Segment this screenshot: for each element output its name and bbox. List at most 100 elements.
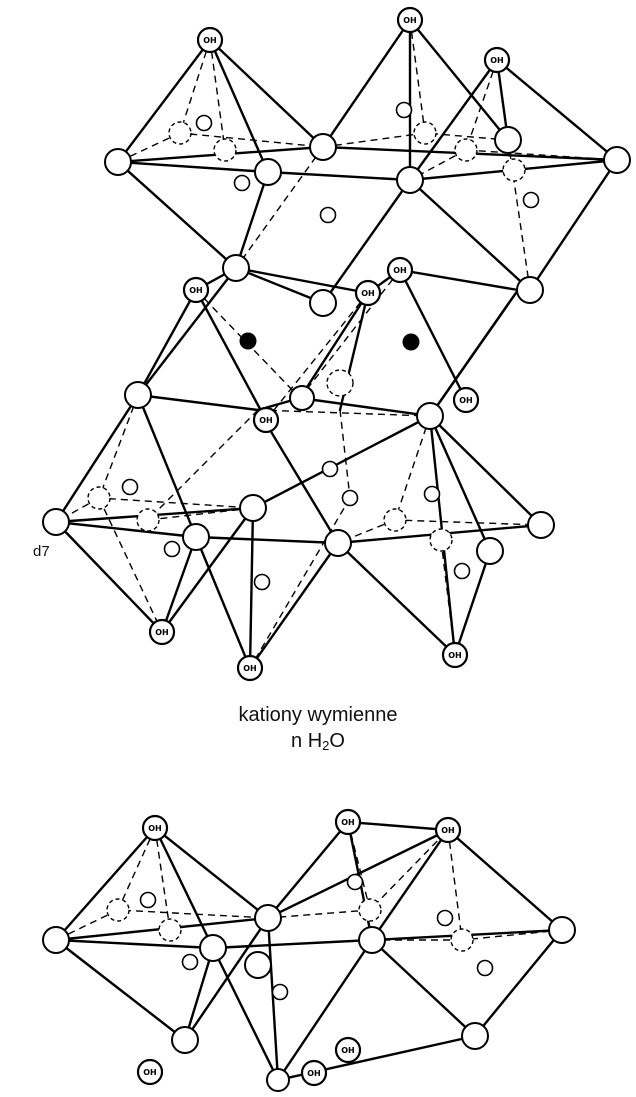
water-subscript: 2 xyxy=(322,738,330,753)
oh-label: OH xyxy=(155,628,169,637)
hydroxyl-atom: OH xyxy=(441,641,469,669)
hydroxyl-atom: OH xyxy=(182,276,210,304)
hydroxyl-atom: OH xyxy=(334,808,362,836)
oxygen-atom xyxy=(358,926,386,954)
octahedral-metal-atom xyxy=(239,332,257,350)
tetrahedral-cation xyxy=(195,114,213,132)
tetrahedral-cation xyxy=(139,891,157,909)
hydroxyl-atom: OH xyxy=(148,618,176,646)
oxygen-atom xyxy=(309,133,337,161)
tetrahedral-cation xyxy=(476,959,494,977)
tetrahedral-cation xyxy=(121,478,139,496)
oxygen-atom xyxy=(324,529,352,557)
oh-label: OH xyxy=(403,16,417,25)
tetrahedral-cation xyxy=(423,485,441,503)
oxygen-atom xyxy=(603,146,631,174)
hidden-oxygen-atom xyxy=(502,158,526,182)
tetrahedral-cation xyxy=(271,983,289,1001)
oh-label: OH xyxy=(441,826,455,835)
hydroxyl-atom: OH xyxy=(141,814,169,842)
margin-tag: d7 xyxy=(33,543,50,560)
hidden-oxygen-atom xyxy=(383,508,407,532)
octahedral-metal-atom xyxy=(402,333,420,351)
oxygen-atom xyxy=(289,385,315,411)
hydroxyl-atom: OH xyxy=(252,406,280,434)
hydroxyl-atom: OH xyxy=(483,46,511,74)
hydroxyl-atom: OH xyxy=(434,816,462,844)
hydroxyl-atom: OH xyxy=(396,6,424,34)
oh-label: OH xyxy=(148,824,162,833)
tetrahedral-cation xyxy=(346,873,364,891)
oh-label: OH xyxy=(490,56,504,65)
oxygen-atom xyxy=(254,904,282,932)
tetrahedral-cation xyxy=(436,909,454,927)
oxygen-atom xyxy=(42,926,70,954)
hidden-oxygen-atom xyxy=(106,898,130,922)
oh-label: OH xyxy=(393,266,407,275)
hidden-oxygen-atom xyxy=(413,121,437,145)
upper-tetrahedral-sheet-top xyxy=(116,17,619,305)
hydroxyl-atom: OH xyxy=(136,1058,164,1086)
interlayer-caption-water: n H2O xyxy=(0,730,636,753)
oh-label: OH xyxy=(448,651,462,660)
tetrahedral-cation xyxy=(321,460,339,478)
oh-label: OH xyxy=(189,286,203,295)
tetrahedral-cation xyxy=(253,573,271,591)
oxygen-atom xyxy=(309,289,337,317)
oh-label: OH xyxy=(341,818,355,827)
tetrahedral-cation xyxy=(453,562,471,580)
oxygen-atom xyxy=(182,523,210,551)
oxygen-atom xyxy=(171,1026,199,1054)
tetrahedral-cation xyxy=(233,174,251,192)
oxygen-atom xyxy=(239,494,267,522)
lower-layer-atoms xyxy=(42,873,576,1092)
hydroxyl-atom: OH xyxy=(354,279,382,307)
oxygen-atom xyxy=(42,508,70,536)
hydroxyl-atom: OH xyxy=(386,256,414,284)
oxygen-atom xyxy=(494,126,522,154)
hidden-oxygen-atom xyxy=(168,121,192,145)
oh-label: OH xyxy=(259,416,273,425)
oxygen-atom xyxy=(396,166,424,194)
water-suffix: O xyxy=(329,730,345,752)
oxygen-atom xyxy=(199,934,227,962)
oxygen-atom xyxy=(516,276,544,304)
hidden-oxygen-atom xyxy=(87,486,111,510)
hidden-oxygen-atom xyxy=(450,928,474,952)
oxygen-atom xyxy=(124,381,152,409)
oh-label: OH xyxy=(143,1068,157,1077)
oxygen-atom xyxy=(416,402,444,430)
upper-hydroxyl-groups: OH OH OH OH OH OH OH OH OH OH OH xyxy=(148,6,511,682)
tetrahedral-cation xyxy=(522,191,540,209)
oxygen-atom xyxy=(476,537,504,565)
tetrahedral-cation xyxy=(395,101,413,119)
hidden-oxygen-atom xyxy=(158,918,182,942)
upper-tetrahedral-sheet-bottom xyxy=(53,393,543,671)
oxygen-atom xyxy=(104,148,132,176)
upper-layer-atoms xyxy=(42,101,631,591)
hydroxyl-atom: OH xyxy=(236,654,264,682)
oh-label: OH xyxy=(203,36,217,45)
hydroxyl-atom: OH xyxy=(334,1036,362,1064)
oxygen-atom xyxy=(461,1022,489,1050)
hidden-oxygen-atom xyxy=(326,369,354,397)
oh-label: OH xyxy=(459,396,473,405)
hydroxyl-atom: OH xyxy=(452,386,480,414)
oh-label: OH xyxy=(361,289,375,298)
oh-label: OH xyxy=(341,1046,355,1055)
interlayer-caption-cations: kationy wymienne xyxy=(238,704,398,726)
hydroxyl-atom: OH xyxy=(196,26,224,54)
oxygen-atom xyxy=(527,511,555,539)
oxygen-atom xyxy=(548,916,576,944)
hidden-oxygen-atom xyxy=(213,138,237,162)
tetrahedral-cation xyxy=(341,489,359,507)
oh-label: OH xyxy=(307,1069,321,1078)
hydroxyl-atom: OH xyxy=(300,1059,328,1087)
oxygen-atom xyxy=(244,951,272,979)
hidden-oxygen-atom xyxy=(136,508,160,532)
hidden-oxygen-atom xyxy=(429,528,453,552)
tetrahedral-cation xyxy=(163,540,181,558)
tetrahedral-cation xyxy=(181,953,199,971)
tetrahedral-cation xyxy=(319,206,337,224)
